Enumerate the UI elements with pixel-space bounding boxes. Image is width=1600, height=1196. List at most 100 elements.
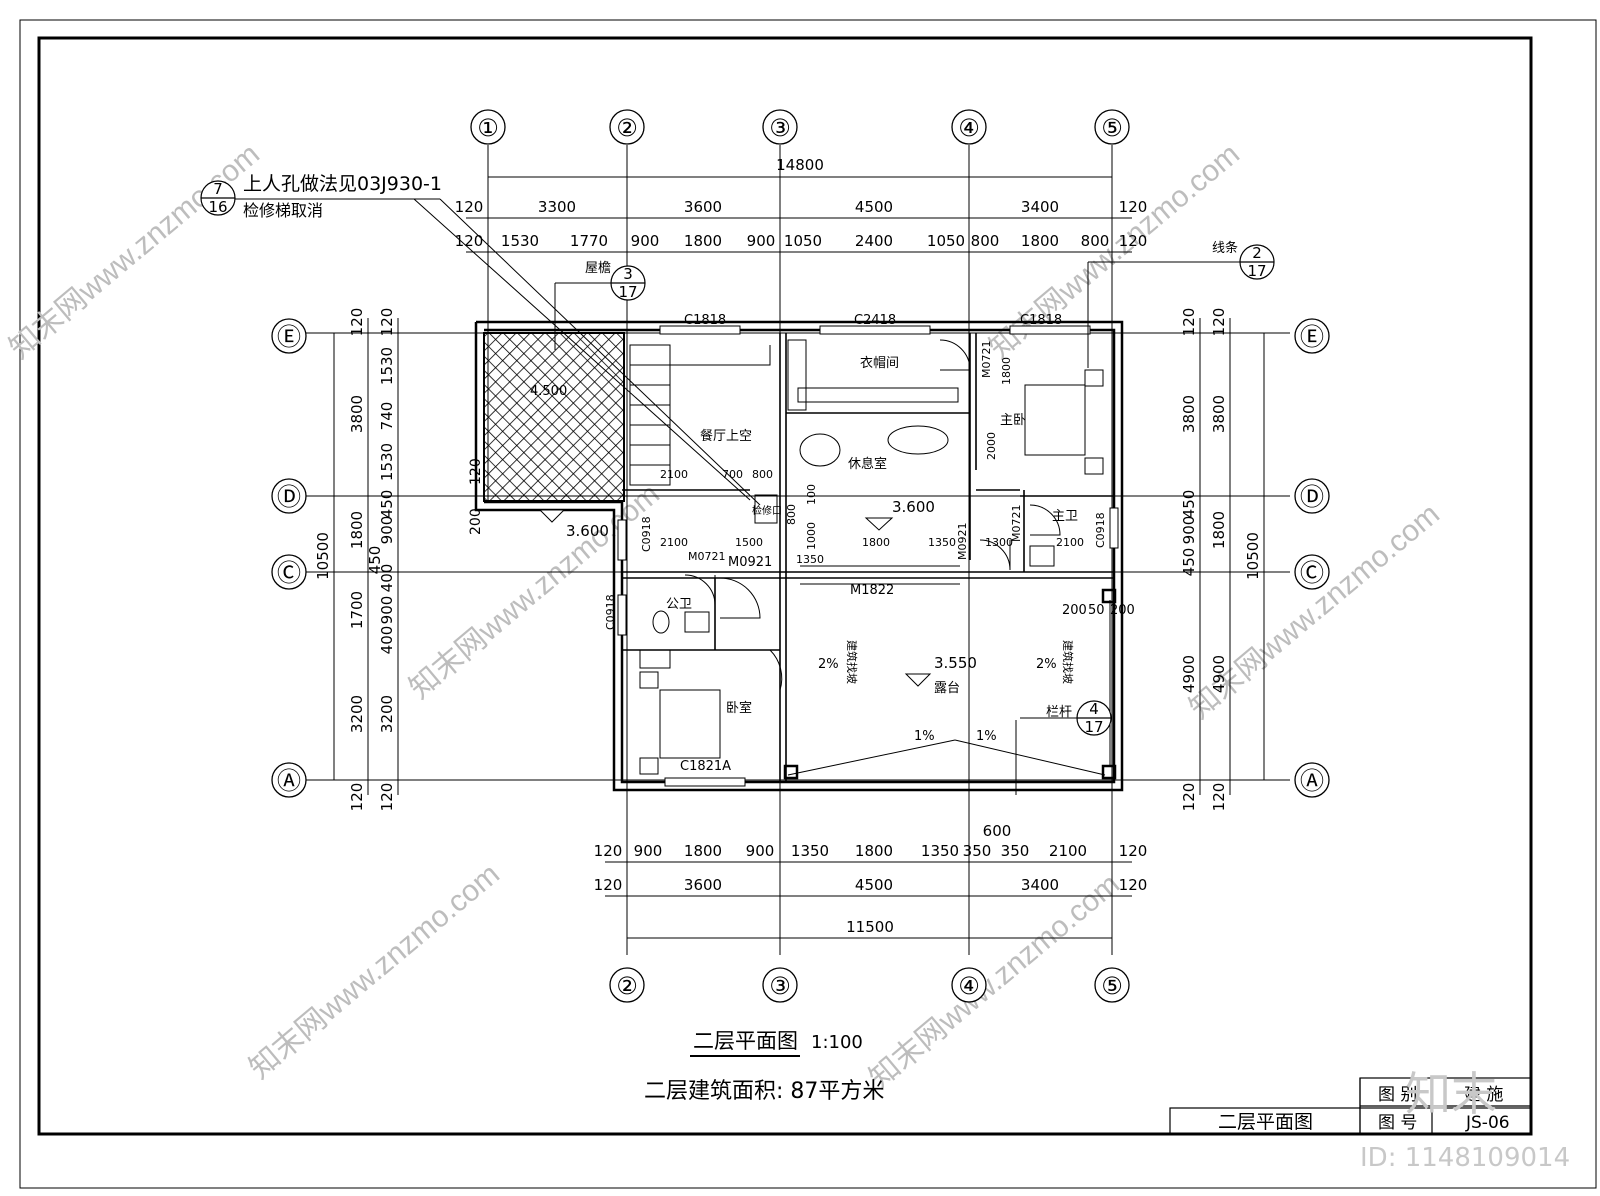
axis-left-e: Ⓔ [277,323,301,351]
title-block [1169,1077,1532,1135]
room-master-bed: 主卧 [1000,413,1026,428]
inner-dim: 700 [722,468,743,481]
watermark-logo: 知末 [1405,1067,1497,1121]
bottom-dimension-lines [605,861,1132,939]
right-dimension-lines [1199,318,1265,795]
tag-door: M0921 [728,555,772,570]
elev-lounge: 3.600 [892,498,935,516]
inner-dim: 120 [468,458,484,485]
ref-num: 3 [623,265,633,283]
slope-3: 1% [914,729,935,744]
axis-right-e: Ⓔ [1300,323,1324,351]
floor-area: 二层建筑面积: 87平方米 [644,1079,884,1104]
axis-top-5: ⑤ [1101,114,1123,142]
tag-door: M0721 [1010,505,1023,543]
watermark-layer: 知末网www.znzmo.com 知末网www.znzmo.com 知末网www… [3,138,1446,1096]
dim-text: 900 [746,842,775,860]
inner-dim: 1500 [735,536,763,549]
dim-text: 2100 [1049,842,1087,860]
note-line1: 上人孔做法见03J930-1 [243,173,442,195]
inner-dim: 1350 [928,536,956,549]
dim-text: 1800 [1210,511,1228,549]
axis-bottom-2: ② [616,972,638,1000]
roof-elevation: 4.500 [530,384,567,399]
inner-dim: 800 [785,504,798,525]
axis-top-4: ④ [958,114,980,142]
room-dining-void: 餐厅上空 [700,428,752,444]
watermark-text: 知末网www.znzmo.com [403,478,666,706]
ref-num: 2 [1252,244,1262,262]
dim-text: 1700 [348,591,366,629]
watermark-text: 知末网www.znzmo.com [863,868,1126,1096]
dim-text: 4500 [855,198,893,216]
room-master-bath: 主卫 [1052,509,1078,524]
dim-text: 4500 [855,876,893,894]
grid-lines [300,145,1290,955]
dim-text: 120 [1180,783,1198,812]
tag-door: M0721 [688,550,726,563]
dim-text: 1350 [921,842,959,860]
dim-text: 1530 [501,232,539,250]
dim-text: 350 [1001,842,1030,860]
windows [617,325,1119,787]
dim-text: 3800 [1180,395,1198,433]
dim-text: 120 [594,842,623,860]
dim-text: 120 [455,232,484,250]
sheet-inner-border [37,36,1533,1136]
dim-text: 1530 [378,347,396,385]
inner-dim: 200 [1110,603,1135,618]
inner-dim: 2000 [985,432,998,460]
molding-label: 线条 [1212,240,1238,256]
tag-door: M0721 [980,341,993,379]
axis-bubbles [271,109,1330,1003]
axis-right-c: Ⓒ [1300,559,1324,587]
ref-num: 4 [1089,700,1099,718]
dim-text: 1800 [855,842,893,860]
dim-text: 450 [1180,490,1198,519]
doors [684,339,1061,691]
dim-text: 1050 [927,232,965,250]
dim-text: 4900 [1180,655,1198,693]
left-dimension-lines [333,318,399,795]
tag-door: M0921 [956,523,969,561]
watermark-id: ID: 1148109014 [1360,1143,1570,1173]
inner-dim: 1800 [1000,357,1013,385]
stair [629,344,771,486]
ref-den: 16 [208,198,227,216]
inner-dim: 200 [1062,603,1087,618]
tag-window: C0918 [640,516,653,552]
room-lounge: 休息室 [848,456,887,472]
room-bedroom: 卧室 [726,700,752,716]
top-dimension-lines [466,176,1132,253]
room-terrace: 露台 [934,681,960,696]
titleblock-cat-value: 建 施 [1464,1085,1503,1105]
dim-text: 600 [983,822,1012,840]
dim-text: 900 [378,596,396,625]
axis-left-c: Ⓒ [277,559,301,587]
elev-roof: 3.600 [566,522,609,540]
watermark-text: 知末网www.znzmo.com [243,858,506,1086]
furniture [639,339,1104,775]
dim-text: 4900 [1210,655,1228,693]
axis-top-3: ③ [769,114,791,142]
dim-text: 1530 [378,443,396,481]
inner-dim: 800 [752,468,773,481]
dim-text: 120 [594,876,623,894]
slope-2: 2% [1036,657,1057,672]
titleblock-name: 二层平面图 [1218,1111,1313,1133]
tag-window: C1821A [680,759,731,774]
axis-left-d: Ⓓ [277,483,301,511]
tag-window: C0918 [1094,512,1107,548]
leader-lines [214,198,1240,719]
dim-text: 120 [1119,232,1148,250]
drawing-scale: 1:100 [811,1032,863,1053]
dim-text: 400 [378,626,396,655]
axis-bottom-5: ⑤ [1101,972,1123,1000]
ref-den: 17 [1084,718,1103,736]
dim-text: 120 [455,198,484,216]
reference-bubbles [200,180,1275,736]
dim-text: 1050 [784,232,822,250]
dim-text: 120 [378,308,396,337]
ref-den: 17 [1247,262,1266,280]
